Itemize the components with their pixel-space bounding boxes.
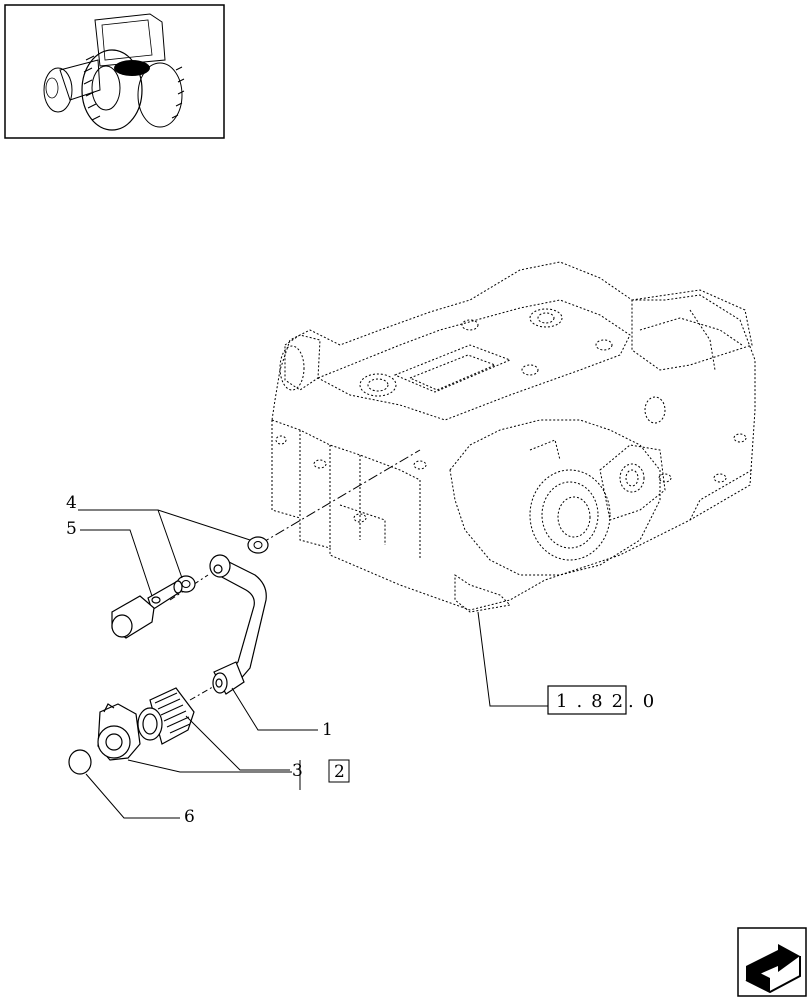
reference-boxed-text: 1.82 — [556, 691, 632, 712]
callout-6: 6 — [184, 807, 195, 827]
assembly-axis — [259, 449, 421, 545]
leader-lines — [78, 509, 548, 819]
callout-2-box — [328, 759, 350, 783]
assembly-axis-fitting — [189, 683, 219, 701]
tractor-thumbnail-icon[interactable] — [4, 4, 225, 139]
pipe-part-1[interactable] — [209, 554, 267, 695]
callout-3: 3 — [292, 761, 303, 781]
rear-transmission-housing — [271, 261, 756, 613]
next-page-arrow-icon[interactable] — [737, 927, 807, 997]
washer-part-4[interactable] — [247, 536, 269, 554]
banjo-bolt-part-5[interactable] — [111, 580, 183, 639]
reference-box — [547, 685, 627, 715]
assembly-axis-lower — [169, 574, 209, 601]
callout-4: 4 — [66, 493, 77, 513]
callout-2: 2 — [334, 762, 345, 782]
housing-part-2[interactable] — [97, 703, 141, 761]
filter-fitting-part-3[interactable] — [137, 687, 195, 745]
callout-1: 1 — [322, 720, 333, 740]
reference-suffix-text: .0 — [628, 691, 663, 712]
cap-part-6[interactable] — [68, 749, 92, 775]
callout-5: 5 — [66, 519, 77, 539]
